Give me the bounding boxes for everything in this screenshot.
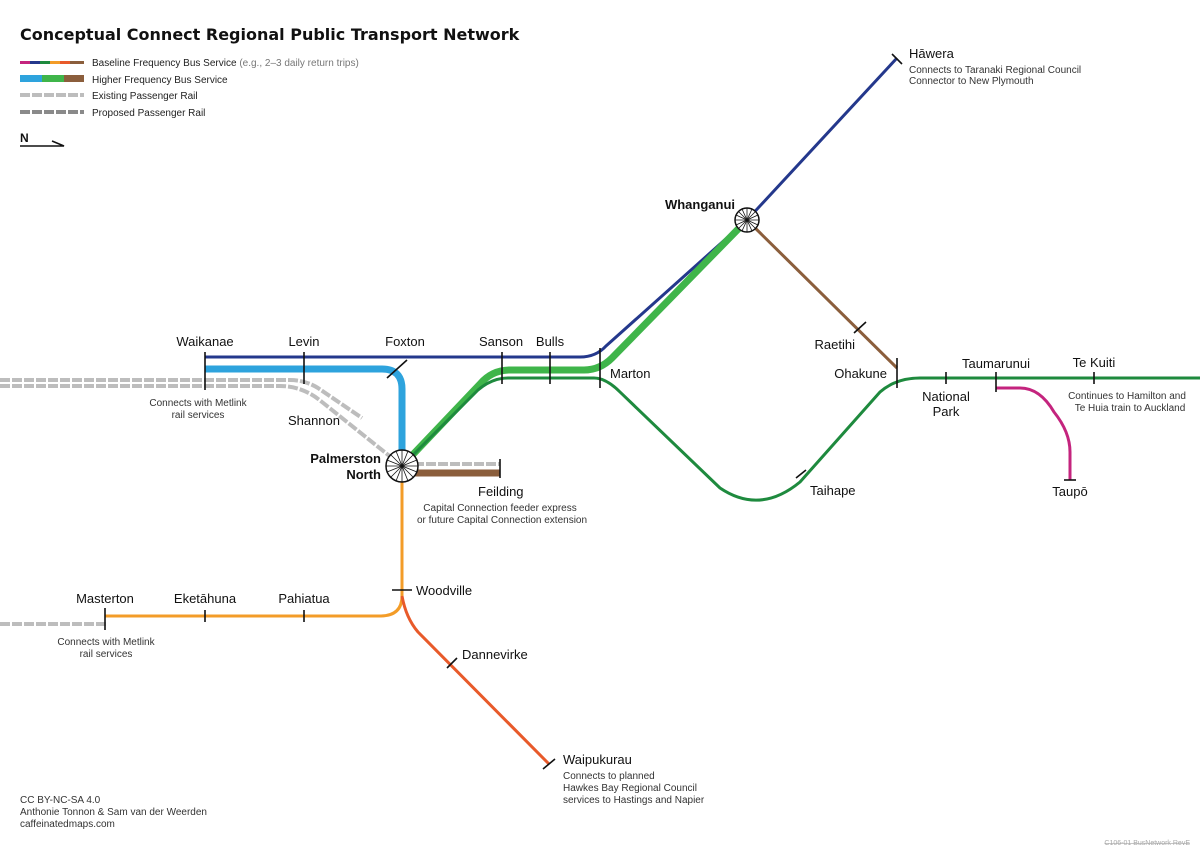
tick-hawera: [891, 53, 903, 65]
route-waikanae-hawera: [205, 56, 899, 359]
station-label-feilding: Feilding: [478, 484, 524, 499]
note-feilding-2: or future Capital Connection extension: [417, 515, 587, 526]
route-palmerston-masterton: [105, 466, 404, 618]
note-metlink-masterton-1: Connects with Metlink: [57, 637, 155, 648]
legend-proposed-rail-label: Proposed Passenger Rail: [92, 108, 205, 119]
station-label-te-kuiti: Te Kuiti: [1073, 355, 1116, 370]
route-palmerston-whanganui: [399, 217, 750, 469]
station-label-taumarunui: Taumarunui: [962, 356, 1030, 371]
note-feilding-1: Capital Connection feeder express: [423, 503, 576, 514]
note-hawera-2: Connector to New Plymouth: [909, 76, 1034, 87]
north-arrow-icon: [20, 140, 65, 147]
station-label-taupo: Taupō: [1052, 484, 1087, 499]
station-label-hawera: Hāwera: [909, 46, 955, 61]
hub-label-palmerston-2: North: [346, 467, 381, 482]
note-waipukurau-2: Hawkes Bay Regional Council: [563, 783, 697, 794]
credits: CC BY-NC-SA 4.0 Anthonie Tonnon & Sam va…: [20, 795, 207, 830]
legend-existing-rail-label: Existing Passenger Rail: [92, 91, 198, 102]
hub-label-whanganui: Whanganui: [665, 197, 735, 212]
station-label-woodville: Woodville: [416, 583, 472, 598]
north-arrow: N: [20, 131, 65, 147]
credit-site: caffeinatedmaps.com: [20, 819, 115, 830]
route-taumarunui-taupo: [996, 386, 1072, 480]
station-label-marton: Marton: [610, 366, 650, 381]
document-reference: C106-01 BusNetwork RevE: [1104, 840, 1190, 847]
bus-routes: [105, 56, 1200, 766]
station-label-eketahuna: Eketāhuna: [174, 591, 237, 606]
legend-baseline-swatch: [20, 61, 84, 64]
credit-license: CC BY-NC-SA 4.0: [20, 795, 101, 806]
north-arrow-label: N: [20, 131, 29, 145]
tick-foxton: [386, 359, 408, 379]
route-waikanae-palmerston: [205, 365, 406, 466]
tick-dannevirke: [446, 657, 458, 669]
note-metlink-west-2: rail services: [172, 410, 225, 421]
note-metlink-masterton-2: rail services: [80, 649, 133, 660]
station-label-shannon: Shannon: [288, 413, 340, 428]
station-ticks: [104, 53, 1095, 770]
note-tekuiti-1: Continues to Hamilton and: [1068, 391, 1186, 402]
hub-label-palmerston-1: Palmerston: [310, 451, 381, 466]
note-waipukurau-1: Connects to planned: [563, 771, 655, 782]
note-tekuiti-2: Te Huia train to Auckland: [1075, 403, 1186, 414]
legend-higher-label: Higher Frequency Bus Service: [92, 75, 228, 86]
tick-waipukurau: [542, 758, 556, 770]
route-woodville-waipukurau: [400, 595, 551, 766]
station-label-raetihi: Raetihi: [815, 337, 856, 352]
legend-baseline-label: Baseline Frequency Bus Service (e.g., 2–…: [92, 58, 359, 69]
tick-raetihi: [853, 321, 867, 334]
note-metlink-west-1: Connects with Metlink: [149, 398, 247, 409]
station-label-national-2: Park: [933, 404, 960, 419]
station-label-taihape: Taihape: [810, 483, 856, 498]
hub-palmerston-north-icon: [385, 449, 419, 483]
legend: Baseline Frequency Bus Service (e.g., 2–…: [20, 58, 359, 147]
tick-taihape: [795, 469, 807, 479]
station-label-waipukurau: Waipukurau: [563, 752, 632, 767]
credit-authors: Anthonie Tonnon & Sam van der Weerden: [20, 807, 207, 818]
station-label-dannevirke: Dannevirke: [462, 647, 528, 662]
existing-rail-shannon: [0, 384, 404, 468]
route-palmerston-tekuiti: [400, 376, 1200, 502]
station-label-national-1: National: [922, 389, 970, 404]
legend-higher-swatch: [20, 75, 84, 82]
hub-whanganui-icon: [734, 207, 760, 233]
map-title: Conceptual Connect Regional Public Trans…: [20, 25, 520, 44]
route-whanganui-ohakune: [745, 218, 899, 370]
station-label-waikanae: Waikanae: [176, 334, 233, 349]
station-label-masterton: Masterton: [76, 591, 134, 606]
station-label-levin: Levin: [288, 334, 319, 349]
station-label-ohakune: Ohakune: [834, 366, 887, 381]
station-label-sanson: Sanson: [479, 334, 523, 349]
note-waipukurau-3: services to Hastings and Napier: [563, 795, 705, 806]
note-hawera-1: Connects to Taranaki Regional Council: [909, 65, 1081, 76]
station-label-foxton: Foxton: [385, 334, 425, 349]
station-labels: Hāwera Waikanae Levin Foxton Sanson Bull…: [76, 46, 1115, 767]
station-label-pahiatua: Pahiatua: [278, 591, 330, 606]
station-label-bulls: Bulls: [536, 334, 565, 349]
route-notes: Connects to Taranaki Regional Council Co…: [57, 65, 1186, 806]
